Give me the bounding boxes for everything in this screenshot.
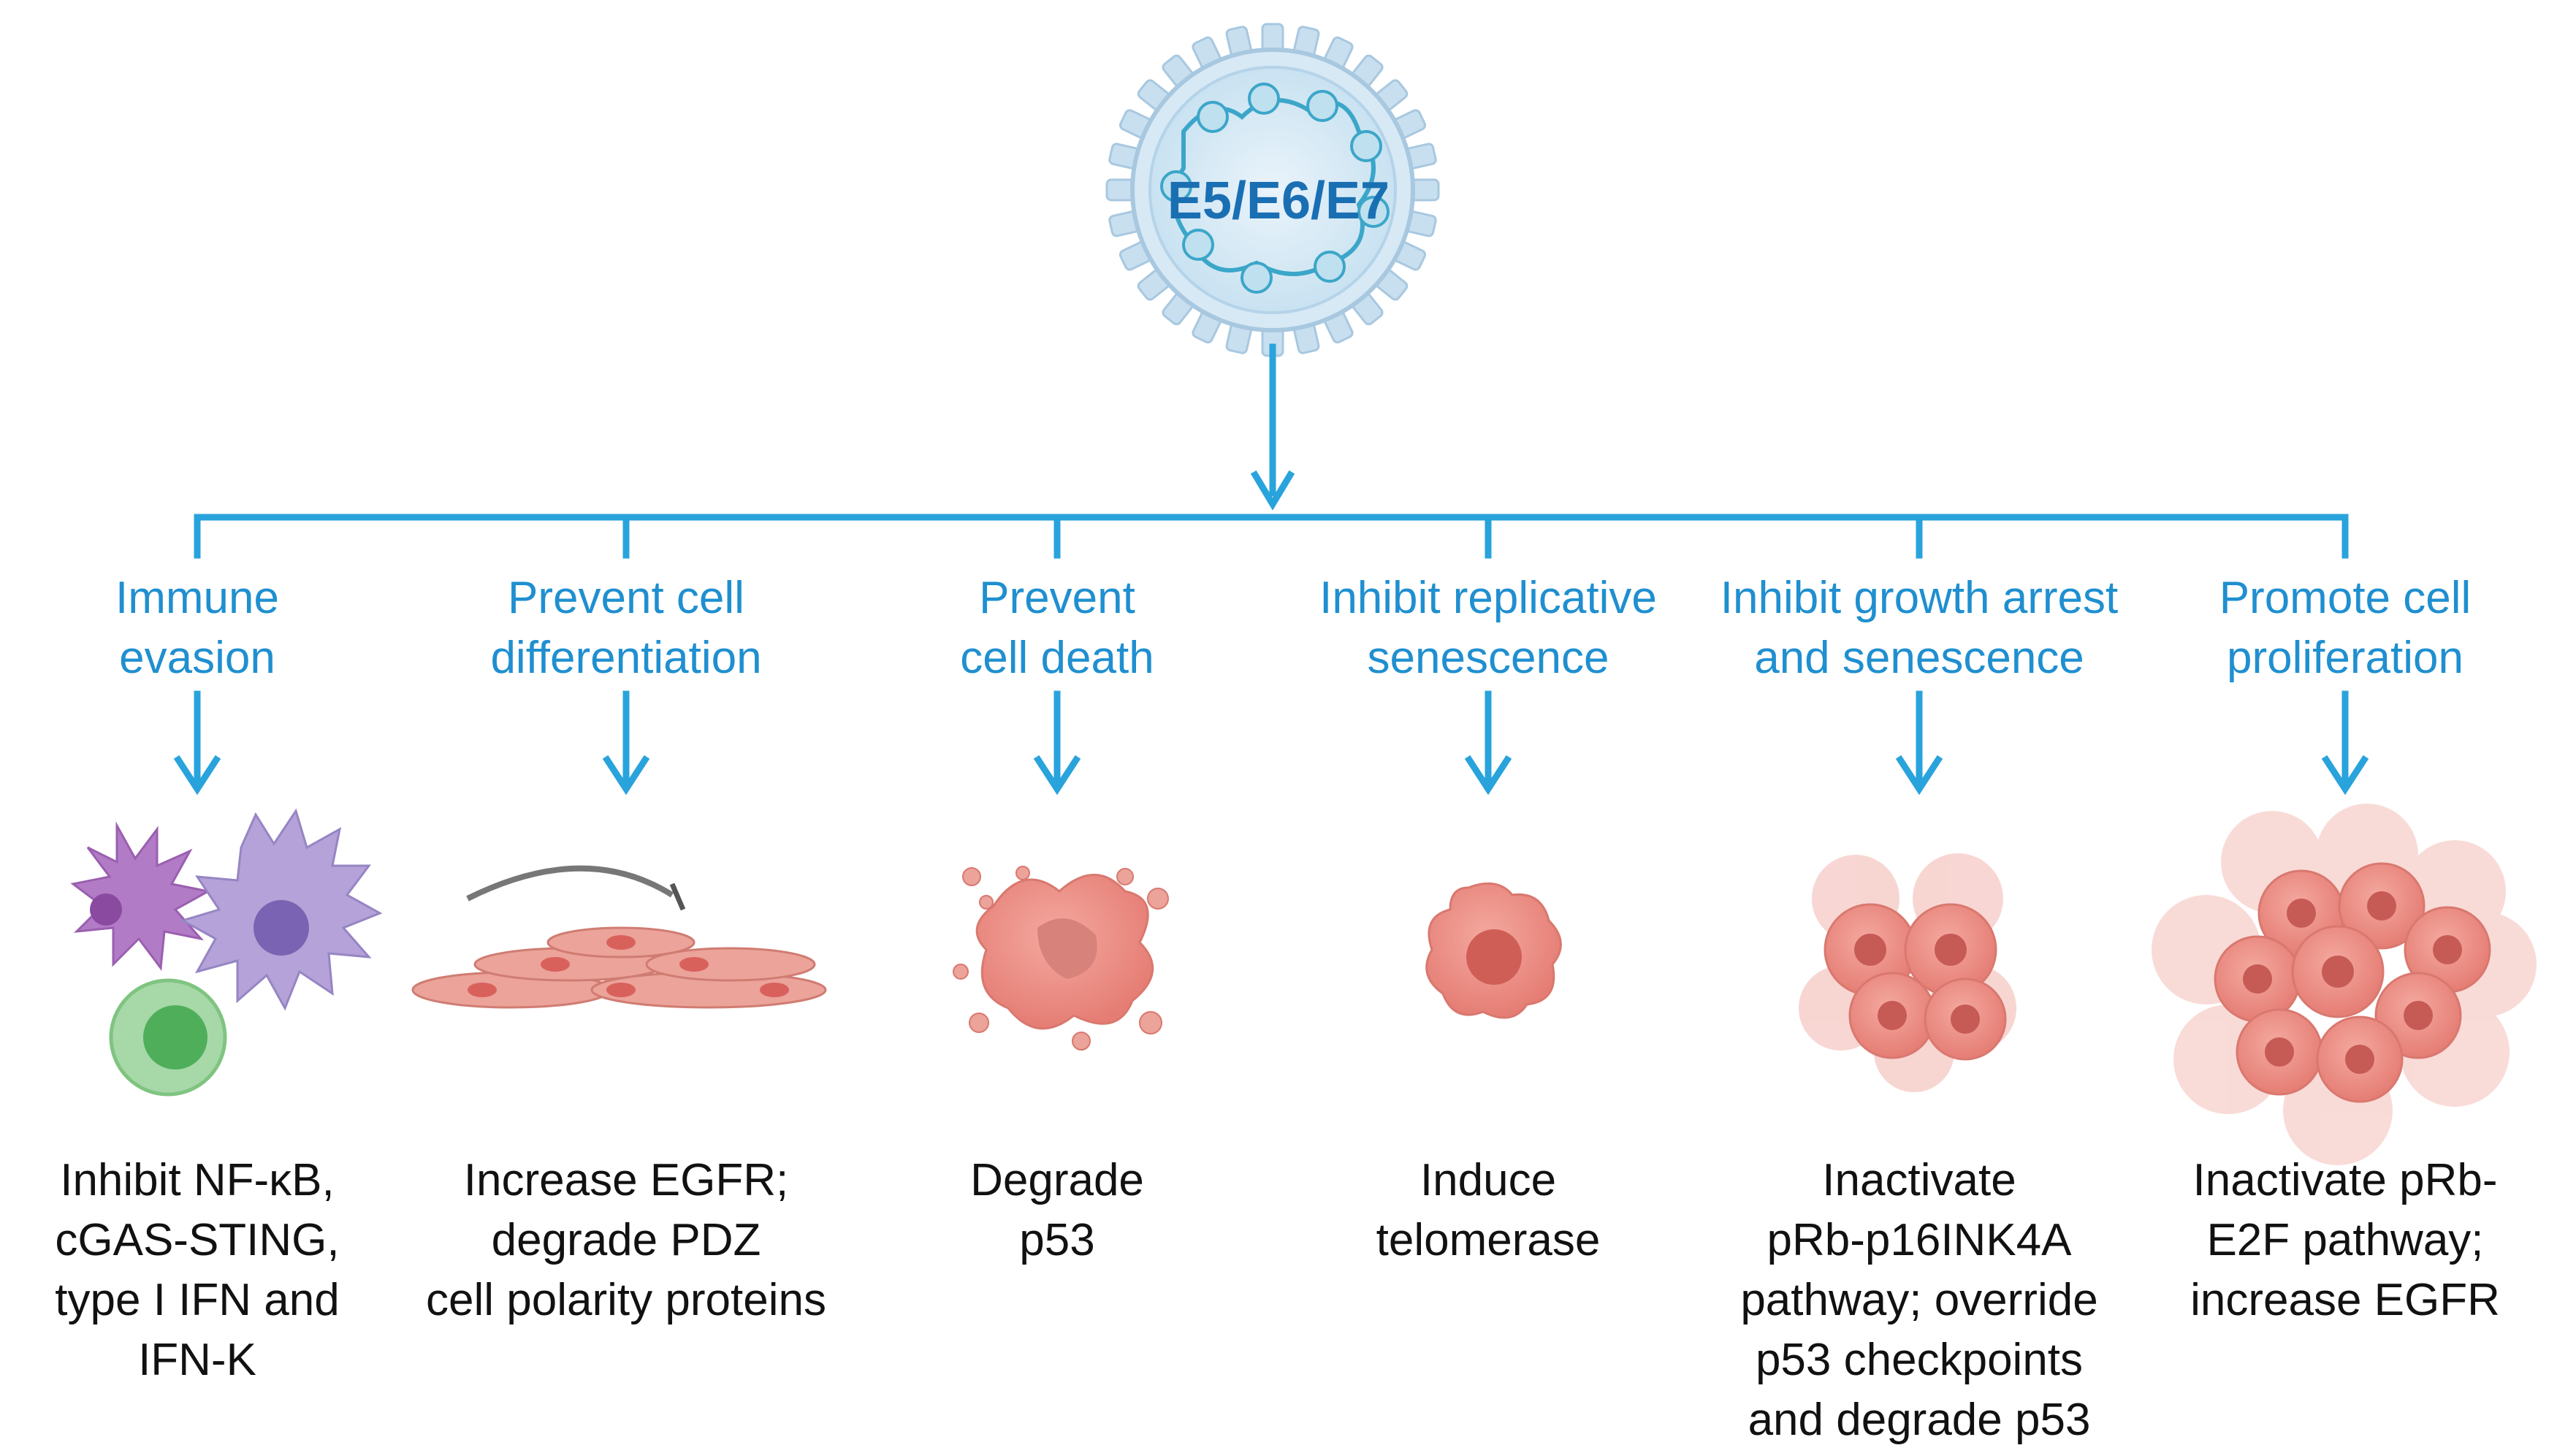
branch-label-line: proliferation (2227, 633, 2463, 683)
branch-label-line: evasion (119, 633, 275, 683)
outcome-line: Inhibit NF-κB, (60, 1155, 335, 1205)
outcome-line: p53 (1019, 1215, 1095, 1265)
branch-arrowhead (1464, 755, 1512, 796)
virus-label: E5/E6/E7 (1167, 172, 1390, 230)
outcome-line: and degrade p53 (1748, 1395, 2091, 1445)
connector-tree (173, 343, 2369, 796)
branch-label-line: Inhibit growth arrest (1720, 573, 2119, 623)
cell-cluster-illustration (1799, 853, 2016, 1092)
branch-label: Immune evasion (0, 568, 431, 688)
virus-particle-icon (1105, 23, 1440, 357)
epithelial-cells-illustration (411, 865, 827, 1009)
branch-label-line: senescence (1367, 633, 1609, 683)
outcome-line: Inactivate pRb- (2192, 1155, 2498, 1205)
outcome-line: increase EGFR (2190, 1275, 2500, 1325)
outcome-line: Induce (1420, 1155, 1557, 1205)
branch-arrowhead (173, 755, 221, 796)
outcome-line: E2F pathway; (2206, 1215, 2484, 1265)
branch-label-line: Prevent cell (508, 573, 744, 623)
branch-label: Inhibit replicative senescence (1254, 568, 1722, 688)
branch-arrowhead (1895, 755, 1943, 796)
apoptotic-cell-illustration (953, 866, 1169, 1051)
outcome-line: Degrade (970, 1155, 1144, 1205)
outcome-line: pRb-p16INK4A (1767, 1215, 2072, 1265)
outcome-line: Increase EGFR; (463, 1155, 789, 1205)
outcome-line: degrade PDZ (491, 1215, 761, 1265)
single-cell-illustration (1425, 882, 1562, 1019)
outcome-line: p53 checkpoints (1755, 1335, 2084, 1385)
outcome-line: type I IFN and (55, 1275, 340, 1325)
branch-label-line: and senescence (1754, 633, 2084, 683)
branch-arrowhead (2321, 755, 2369, 796)
outcome-line: Inactivate (1822, 1155, 2016, 1205)
branch-arrowhead (1033, 755, 1081, 796)
tumor-mass-illustration (2152, 804, 2537, 1165)
branch-label-line: Prevent (979, 573, 1135, 623)
branch-label: Inhibit growth arrest and senescence (1685, 568, 2153, 688)
immune-cells-illustration (70, 808, 383, 1097)
outcome-text: Increase EGFR; degrade PDZ cell polarity p… (392, 1151, 860, 1330)
branch-label-line: Inhibit replicative (1319, 573, 1657, 623)
outcome-line: cGAS-STING, (55, 1215, 340, 1265)
branch-label: Promote cell proliferation (2111, 568, 2557, 688)
branch-label-line: cell death (960, 633, 1154, 683)
branch-label: Prevent cell differentiation (392, 568, 860, 688)
branch-label-line: Promote cell (2219, 573, 2472, 623)
branch-label-line: differentiation (490, 633, 762, 683)
branch-label-line: Immune (115, 573, 279, 623)
outcome-text: Inactivate pRb-p16INK4A pathway; override p… (1685, 1151, 2153, 1450)
outcome-line: telomerase (1376, 1215, 1601, 1265)
outcome-line: pathway; override (1740, 1275, 2098, 1325)
branch-label: Prevent cell death (823, 568, 1291, 688)
outcome-line: cell polarity proteins (426, 1275, 826, 1325)
outcome-line: IFN-K (138, 1335, 256, 1385)
outcome-text: Induce telomerase (1254, 1151, 1722, 1270)
outcome-text: Degrade p53 (823, 1151, 1291, 1270)
trunk-arrowhead (1250, 470, 1295, 511)
branch-arrowhead (602, 755, 650, 796)
outcome-text: Inactivate pRb- E2F pathway; increase EGFR (2111, 1151, 2557, 1330)
